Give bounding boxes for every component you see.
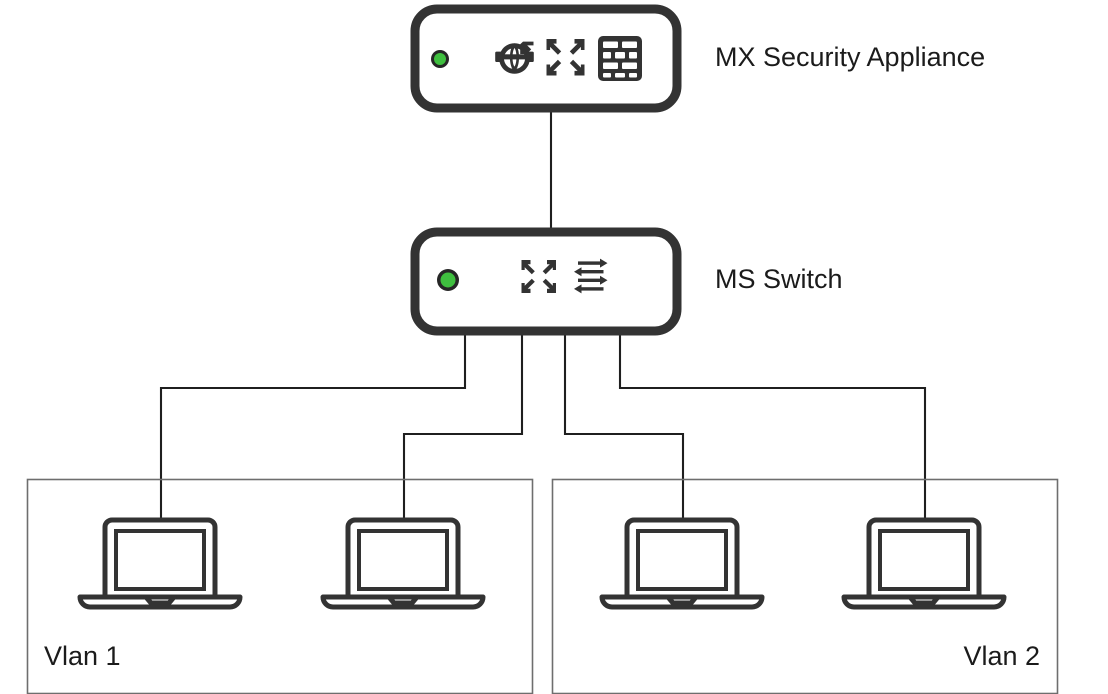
link-layer bbox=[159, 107, 927, 519]
laptop-trackpad-notch bbox=[143, 594, 177, 606]
data-transfer-arrows-icon bbox=[574, 258, 608, 294]
globe-icon bbox=[495, 41, 534, 74]
laptop-lid bbox=[102, 517, 218, 600]
crossed-arrows-icon bbox=[546, 39, 585, 76]
device-mx-security-appliance[interactable]: MX Security Appliance bbox=[410, 4, 985, 113]
ms-status-led bbox=[437, 269, 459, 291]
link-ms-to-client-3 bbox=[563, 330, 685, 519]
link-ms-to-client-2 bbox=[402, 330, 524, 519]
laptop-base bbox=[77, 594, 243, 610]
laptop-screen bbox=[636, 529, 728, 591]
laptop-screen bbox=[357, 529, 449, 591]
laptop-lid bbox=[624, 517, 740, 600]
laptop-base bbox=[320, 594, 486, 610]
laptop-trackpad-notch bbox=[665, 594, 699, 606]
vlan2-label: Vlan 2 bbox=[963, 641, 1040, 671]
device-ms-switch[interactable]: MS Switch bbox=[410, 227, 843, 336]
vlan-container-vlan2[interactable]: Vlan 2 bbox=[551, 478, 1059, 694]
link-ms-to-client-4 bbox=[618, 330, 927, 519]
laptop-screen bbox=[878, 529, 970, 591]
mx-status-led bbox=[431, 50, 449, 68]
mx-chassis bbox=[410, 4, 682, 113]
mx-label: MX Security Appliance bbox=[715, 42, 985, 72]
laptop-lid bbox=[345, 517, 461, 600]
client-laptop-4[interactable] bbox=[841, 517, 1007, 610]
laptop-trackpad-notch bbox=[907, 594, 941, 606]
firewall-brick-icon bbox=[598, 36, 642, 81]
crossed-arrows-icon bbox=[521, 260, 556, 293]
laptop-trackpad-notch bbox=[386, 594, 420, 606]
client-laptop-1[interactable] bbox=[77, 517, 243, 610]
vlan1-label: Vlan 1 bbox=[44, 641, 121, 671]
laptop-base bbox=[841, 594, 1007, 610]
link-ms-to-client-1 bbox=[159, 330, 467, 519]
laptop-screen bbox=[114, 529, 206, 591]
laptop-lid bbox=[866, 517, 982, 600]
laptop-base bbox=[599, 594, 765, 610]
client-laptop-2[interactable] bbox=[320, 517, 486, 610]
client-laptop-3[interactable] bbox=[599, 517, 765, 610]
ms-label: MS Switch bbox=[715, 264, 843, 294]
